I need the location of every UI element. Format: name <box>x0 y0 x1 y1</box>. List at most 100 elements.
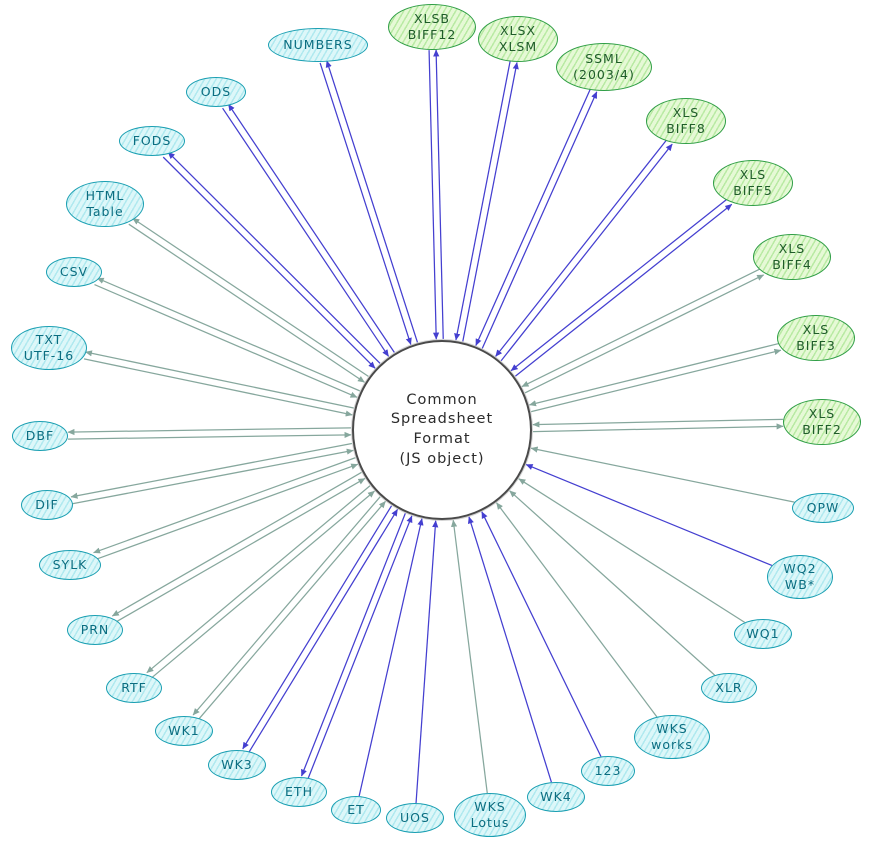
connector-arrow <box>96 277 361 392</box>
node-label: UOS <box>400 810 430 826</box>
node-label: XLS <box>802 322 830 338</box>
connector-arrow <box>521 268 761 388</box>
connector-arrow <box>510 198 728 372</box>
node-label: XLS <box>739 167 767 183</box>
connector-arrow <box>415 520 439 804</box>
connector-arrow <box>529 342 780 407</box>
node-label: works <box>651 737 693 752</box>
node-label: BIFF3 <box>796 338 836 353</box>
node-label: DBF <box>25 428 55 444</box>
node-fods: FODS <box>119 126 185 156</box>
node-dif: DIF <box>21 490 73 520</box>
node-label: CSV <box>59 264 89 280</box>
center-label-line: Spreadsheet <box>390 411 494 428</box>
connector-arrow <box>532 418 783 428</box>
node-label: XLS <box>672 105 700 121</box>
node-label: PRN <box>80 622 110 638</box>
connector-arrow <box>150 490 375 679</box>
connector-arrow <box>95 463 359 560</box>
node-label: FODS <box>132 133 172 149</box>
connector-arrow <box>500 143 673 362</box>
node-label: BIFF4 <box>772 257 812 272</box>
connector-arrow <box>248 509 399 753</box>
connector-arrow <box>197 500 386 720</box>
node-label: WK1 <box>168 723 200 739</box>
node-label: WB* <box>784 577 816 592</box>
node-ods: ODS <box>186 77 246 107</box>
connector-arrow <box>300 513 406 777</box>
connector-arrow <box>222 107 390 357</box>
connector-arrow <box>475 88 591 346</box>
node-numbers: NUMBERS <box>268 28 368 62</box>
node-label: XLS <box>778 241 806 257</box>
connector-arrow <box>525 463 773 567</box>
connector-arrow <box>227 103 395 353</box>
node-wq1: WQ1 <box>734 619 792 649</box>
connector-arrow <box>146 485 371 674</box>
node-label: BIFF5 <box>733 183 773 198</box>
connector-arrow <box>530 446 795 503</box>
connector-arrow <box>524 274 765 394</box>
node-et: ET <box>331 796 381 824</box>
arrows <box>67 49 795 804</box>
connector-arrow <box>495 139 668 357</box>
connector-arrow <box>192 496 381 716</box>
node-label: WKS <box>474 799 506 815</box>
connector-arrow <box>94 284 358 398</box>
connector-arrow <box>325 60 419 343</box>
center-label-line: (JS object) <box>399 450 485 467</box>
connector-arrow <box>83 358 353 417</box>
node-label: HTML <box>85 188 125 204</box>
node-label: WK4 <box>540 789 572 805</box>
node-label: SYLK <box>52 557 88 573</box>
node-label: Table <box>86 204 124 219</box>
node-label: ODS <box>200 84 232 100</box>
connector-arrow <box>72 448 354 505</box>
connector-arrow <box>450 519 488 794</box>
node-label: NUMBERS <box>283 37 353 53</box>
node-label: WQ2 <box>783 561 817 577</box>
connector-arrow <box>454 61 511 341</box>
connector-arrow <box>93 457 356 554</box>
connector-arrow <box>515 203 733 377</box>
connector-arrow <box>132 217 369 377</box>
connector-arrow <box>128 223 365 383</box>
connector-arrow <box>509 490 716 676</box>
node-label: 123 <box>594 763 622 779</box>
node-rtf: RTF <box>106 673 162 703</box>
connector-arrow <box>358 518 424 797</box>
node-wk1: WK1 <box>155 716 213 746</box>
connector-arrow <box>481 511 602 757</box>
node-label: BIFF12 <box>407 27 457 42</box>
connector-arrow <box>115 477 366 623</box>
node-label: WKS <box>656 721 688 737</box>
node-ssml: SSML(2003/4) <box>556 43 652 91</box>
connector-arrow <box>433 49 444 339</box>
connector-arrow <box>518 478 746 623</box>
connector-arrow <box>70 442 353 499</box>
node-label: SSML <box>585 51 623 67</box>
node-wk3: WK3 <box>208 750 266 780</box>
node-label: XLSM <box>498 39 538 54</box>
center-label-line: Format <box>413 431 471 447</box>
node-label: Lotus <box>470 815 510 830</box>
connector-arrow <box>167 151 381 364</box>
node-label: TXT <box>35 332 63 348</box>
connector-arrow <box>481 91 598 349</box>
connector-arrow <box>111 471 362 617</box>
node-label: XLSX <box>499 23 537 39</box>
node-label: BIFF2 <box>802 422 842 437</box>
connector-arrow <box>428 50 440 340</box>
node-label: WK3 <box>221 757 253 773</box>
node-label: ET <box>347 802 365 818</box>
center-node: Common Spreadsheet Format (JS object) <box>352 340 532 520</box>
connector-arrow <box>496 502 658 718</box>
